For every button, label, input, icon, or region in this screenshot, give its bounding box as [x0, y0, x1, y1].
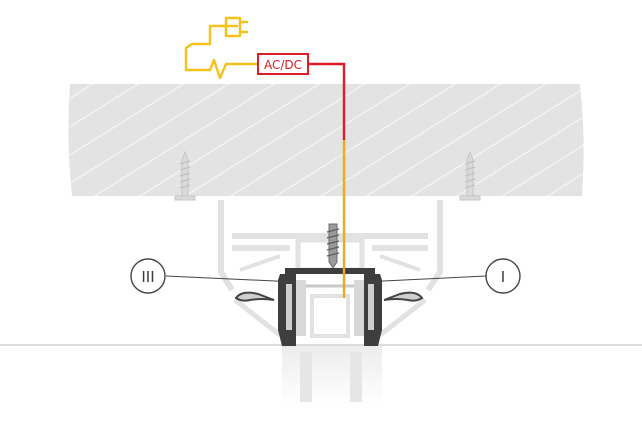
callout-right: I: [363, 258, 521, 294]
converter-label: AC/DC: [264, 58, 302, 72]
screw-icon: [174, 150, 196, 201]
converter-box: AC/DC: [257, 53, 309, 75]
track-profile: [278, 268, 382, 346]
profile-reflection: [282, 346, 382, 404]
callout-left-label: III: [141, 268, 154, 286]
plug-wire: [184, 24, 258, 80]
screw-icon: [326, 223, 340, 269]
spring-clip: [234, 291, 424, 302]
callout-left: III: [130, 258, 297, 294]
dc-wire: [308, 62, 346, 140]
mounting-profile: [218, 200, 443, 337]
plug-icon: [220, 16, 248, 38]
screw-icon: [459, 150, 481, 201]
callout-right-label: I: [501, 268, 505, 286]
ceiling-slab: [68, 84, 584, 196]
